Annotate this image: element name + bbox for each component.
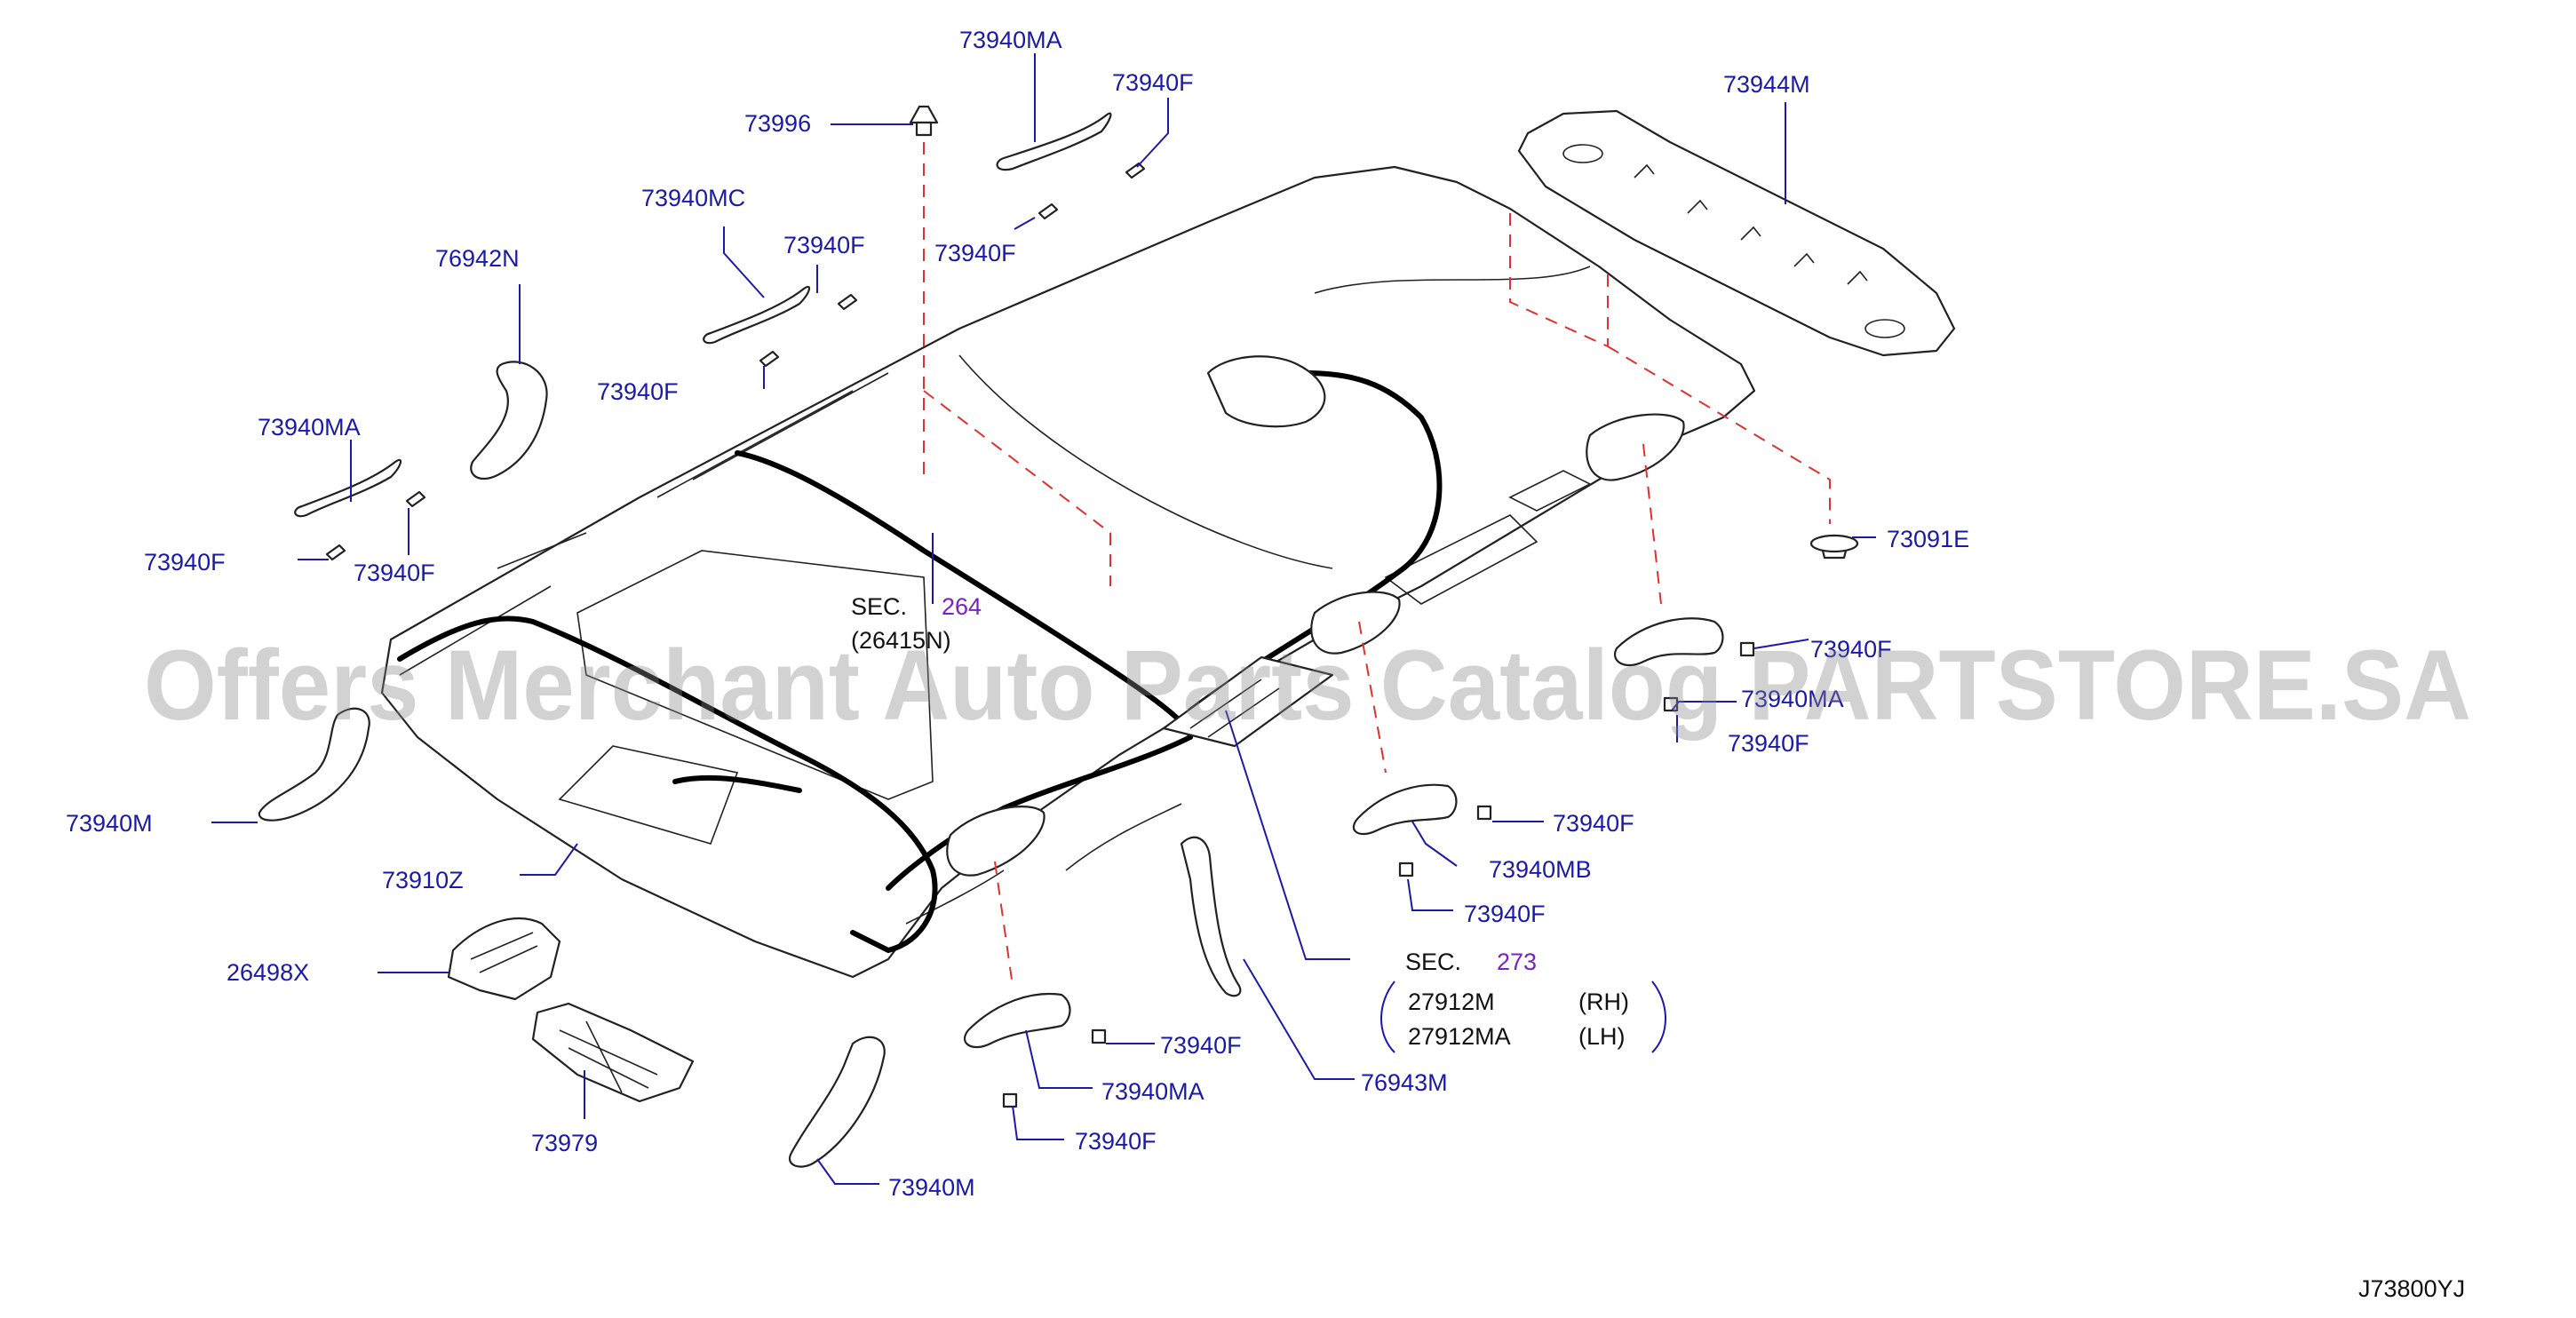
watermark-text: Offers Merchant Auto Parts Catalog PARTS… [144, 630, 2471, 741]
section-ref-273: SEC. 273 27912M (RH) 27912MA (LH) [1405, 949, 1629, 1050]
assist-grip-73940M-left [258, 707, 370, 822]
label-76942N: 76942N [435, 245, 520, 272]
assist-grip-73940M-bottom [788, 1036, 886, 1168]
label-73940MA-left: 73940MA [258, 414, 361, 441]
label-73940M-left: 73940M [66, 810, 153, 837]
label-73940F-b: 73940F [934, 240, 1016, 266]
room-lamp-26498X [447, 917, 561, 1001]
clip-73940F-m1 [1476, 805, 1492, 821]
room-lamp-front [1206, 355, 1326, 428]
assist-grip-73940MB [1352, 783, 1458, 836]
section-ref-264: SEC. 264 (26415N) [851, 593, 982, 654]
part-labels: 73940MA 73940F 73996 73944M 73940MC 7394… [66, 27, 1969, 1201]
label-73940F-r1: 73940F [1810, 636, 1892, 663]
clip-73940F-b [837, 293, 858, 311]
label-73940F-b2: 73940F [1075, 1128, 1157, 1155]
sec264-number: 264 [942, 593, 982, 620]
grip-bezel-3 [1586, 413, 1685, 481]
sec273-row2-side: (LH) [1578, 1023, 1626, 1050]
assist-handle-76943M [1180, 836, 1242, 997]
label-73940F-m2: 73940F [1464, 901, 1546, 927]
label-73940F-top: 73940F [1112, 69, 1194, 96]
sec273-row2-part: 27912MA [1408, 1023, 1511, 1050]
label-73940MA-top: 73940MA [959, 27, 1062, 53]
label-76943M: 76943M [1361, 1069, 1448, 1096]
dashed-guides [923, 142, 1831, 987]
label-73996: 73996 [744, 110, 811, 137]
sec264-prefix: SEC. [851, 593, 907, 620]
grip-bezel-1 [946, 806, 1046, 877]
sec273-row1-part: 27912M [1408, 988, 1495, 1015]
sec273-number: 273 [1497, 949, 1537, 975]
label-73940MA-bottom: 73940MA [1101, 1078, 1205, 1105]
clip-73940F-e [405, 490, 426, 508]
label-73944M: 73944M [1723, 71, 1810, 98]
label-73940F-m1: 73940F [1553, 810, 1634, 837]
roof-harness [397, 370, 1443, 953]
diagram-code: J73800YJ [2358, 1275, 2465, 1302]
assist-grip-73940MA-top [996, 112, 1112, 171]
clip-73940F-d [325, 544, 346, 561]
label-73940F-d: 73940F [144, 549, 226, 576]
clip-73091E [1809, 534, 1859, 560]
label-73940F-c: 73940F [597, 378, 679, 405]
sec273-prefix: SEC. [1405, 949, 1461, 975]
label-73940MB: 73940MB [1489, 856, 1592, 883]
clip-73996 [909, 105, 939, 137]
leader-lines [211, 53, 1876, 1185]
label-73091E: 73091E [1887, 526, 1969, 552]
clip-73940F-m2 [1398, 861, 1414, 877]
clip-73940F-c [759, 350, 780, 368]
assist-grip-73940MA-left [294, 458, 402, 518]
clip-73940F-a [1038, 202, 1059, 220]
label-73940MA-right: 73940MA [1741, 686, 1844, 712]
clip-73940F-top [1125, 162, 1146, 179]
label-73940F-e: 73940F [354, 560, 435, 586]
label-73940F-a: 73940F [783, 232, 865, 258]
sec264-part: (26415N) [851, 627, 951, 654]
assist-handle-76942N [470, 361, 548, 480]
map-lamp-module [1162, 655, 1334, 748]
rear-tray-73944M [1517, 109, 1956, 357]
assist-grip-73940MA-right [1614, 617, 1724, 667]
assist-grip-73940MC [703, 285, 811, 345]
clip-73940F-b1 [1091, 1028, 1107, 1044]
grip-bezel-2 [1310, 591, 1401, 655]
label-26498X: 26498X [227, 959, 309, 986]
label-73940M-bottom: 73940M [888, 1174, 975, 1201]
assist-grip-73940MA-bottom [963, 993, 1071, 1049]
label-73940F-r2: 73940F [1728, 730, 1809, 757]
sec273-row1-side: (RH) [1578, 988, 1629, 1015]
overhead-console-73979 [531, 1002, 695, 1103]
label-73940F-b1: 73940F [1160, 1032, 1242, 1059]
clip-73940F-r1 [1739, 641, 1755, 657]
label-73979: 73979 [531, 1130, 598, 1156]
label-73940MC: 73940MC [641, 185, 745, 211]
clip-73940F-b2 [1002, 1092, 1018, 1108]
roof-headlining-73910Z [380, 165, 1756, 979]
label-73910Z: 73910Z [382, 867, 464, 893]
